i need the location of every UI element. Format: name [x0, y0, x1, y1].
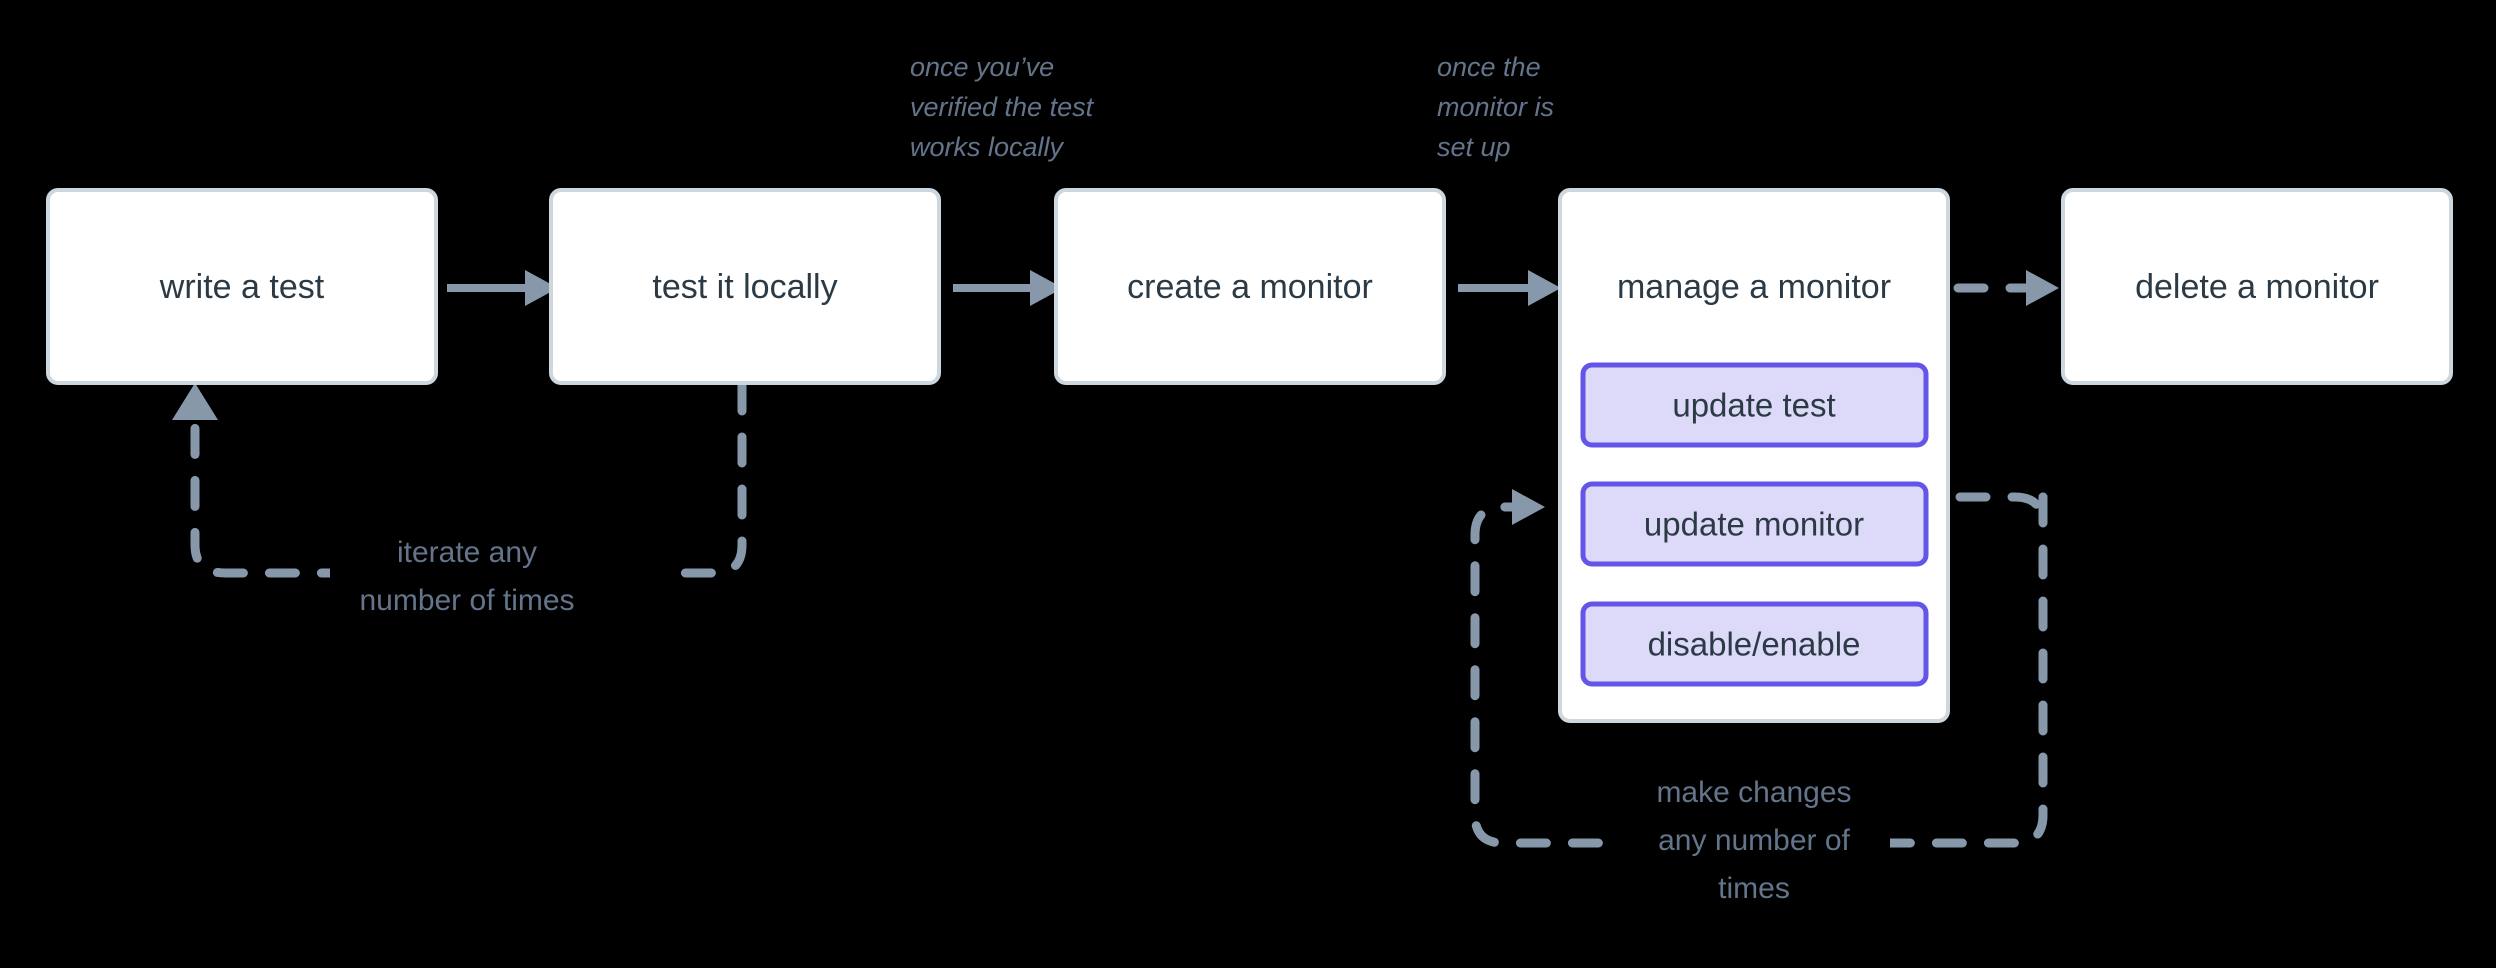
loop-label-make-changes-line-1: make changes [1656, 776, 1851, 809]
sub-node-update-test[interactable]: update test [1580, 362, 1929, 448]
loop-label-iterate-line-2: number of times [359, 584, 574, 617]
sub-node-disable-enable[interactable]: disable/enable [1580, 601, 1929, 687]
arrowhead-icon [1528, 270, 1561, 306]
node-manage-a-monitor[interactable]: manage a monitor update test update moni… [1558, 188, 1950, 723]
node-label-create-a-monitor: create a monitor [1127, 268, 1373, 306]
edge-note-verified-line-1: once you’ve [910, 52, 1054, 82]
node-test-it-locally[interactable]: test it locally [549, 188, 941, 385]
edge-create-to-manage [1458, 270, 1561, 306]
loop-label-make-changes: make changes any number of times [1620, 776, 1890, 905]
node-create-a-monitor[interactable]: create a monitor [1054, 188, 1446, 385]
node-write-a-test[interactable]: write a test [46, 188, 438, 385]
edge-note-verified: once you’ve verified the test works loca… [910, 52, 1095, 162]
edge-note-setup: once the monitor is set up [1437, 52, 1554, 162]
node-label-manage-a-monitor: manage a monitor [1617, 268, 1891, 306]
edge-iterate-loop [172, 380, 747, 578]
edge-make-changes-loop [1470, 489, 2048, 848]
edge-note-setup-line-1: once the [1437, 52, 1541, 82]
edge-note-verified-line-3: works locally [910, 132, 1065, 162]
arrowhead-icon [525, 270, 558, 306]
node-label-test-it-locally: test it locally [652, 268, 837, 306]
edge-note-verified-line-2: verified the test [910, 92, 1095, 122]
sub-node-label-update-monitor: update monitor [1644, 506, 1864, 543]
edge-note-setup-line-3: set up [1437, 132, 1511, 162]
edge-test-to-create [953, 270, 1063, 306]
arrowhead-icon [1030, 270, 1063, 306]
node-delete-a-monitor[interactable]: delete a monitor [2061, 188, 2453, 385]
loop-label-iterate-line-1: iterate any [397, 536, 537, 569]
sub-node-label-update-test: update test [1672, 387, 1835, 424]
arrowhead-icon [1512, 489, 1545, 525]
loop-label-make-changes-line-2: any number of [1658, 824, 1850, 857]
edge-manage-to-delete [1953, 270, 2059, 306]
edge-write-to-test [447, 270, 558, 306]
loop-label-iterate: iterate any number of times [330, 530, 670, 620]
arrowhead-icon [172, 383, 218, 420]
arrowhead-icon [2026, 270, 2059, 306]
sub-node-label-disable-enable: disable/enable [1648, 626, 1861, 663]
loop-label-make-changes-line-3: times [1718, 872, 1790, 905]
node-label-delete-a-monitor: delete a monitor [2135, 268, 2379, 306]
sub-node-update-monitor[interactable]: update monitor [1580, 481, 1929, 567]
edge-note-setup-line-2: monitor is [1437, 92, 1554, 122]
node-label-write-a-test: write a test [159, 268, 325, 306]
